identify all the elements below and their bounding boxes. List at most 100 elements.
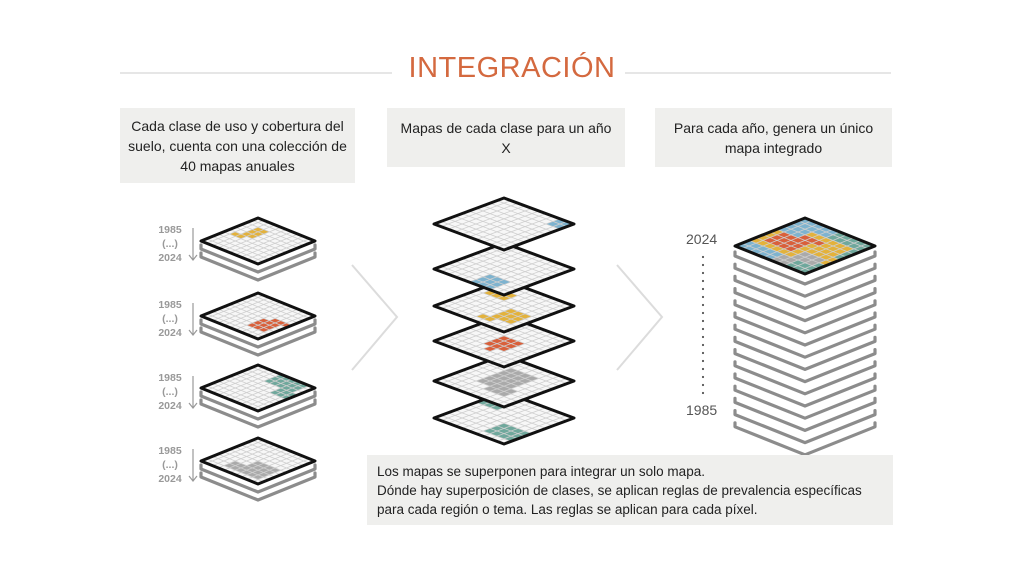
timeline-dot bbox=[701, 287, 705, 291]
class-map-layer-border bbox=[432, 196, 576, 252]
callout-class-collections: Cada clase de uso y cobertura del suelo,… bbox=[120, 108, 355, 183]
grid-line bbox=[240, 308, 299, 333]
stacked-layer bbox=[733, 372, 877, 408]
grid-line bbox=[762, 234, 834, 264]
class-pixel bbox=[504, 431, 518, 437]
grid-line bbox=[475, 295, 547, 322]
year-range-label: 1985(...)2024 bbox=[152, 298, 188, 340]
grid-line bbox=[252, 458, 310, 483]
stacked-layer bbox=[733, 360, 877, 396]
class-pixel bbox=[756, 246, 770, 252]
grid-line bbox=[769, 231, 841, 261]
grid-line bbox=[489, 375, 561, 403]
class-pixel bbox=[770, 240, 784, 246]
grid-line bbox=[206, 238, 264, 263]
chevron-right-icon bbox=[351, 264, 399, 371]
grid-line bbox=[447, 335, 519, 363]
timeline-dot bbox=[701, 351, 705, 355]
class-pixel bbox=[812, 240, 826, 246]
class-pixel bbox=[777, 232, 791, 238]
grid-line bbox=[212, 456, 270, 480]
class-pixel bbox=[854, 246, 868, 252]
class-pixel bbox=[246, 229, 258, 235]
class-pixel bbox=[490, 405, 504, 411]
stacked-layer bbox=[199, 318, 317, 349]
timeline-dot bbox=[701, 271, 705, 275]
grid-line bbox=[790, 240, 862, 269]
class-pixel bbox=[826, 240, 840, 246]
grid-line bbox=[489, 335, 561, 363]
class-pixel bbox=[805, 232, 819, 238]
grid-line bbox=[482, 409, 554, 437]
class-pixel bbox=[791, 226, 805, 232]
class-pixel bbox=[812, 246, 826, 252]
class-pixel bbox=[497, 375, 511, 381]
note-line-2: Dónde hay superposición de clases, se ap… bbox=[377, 483, 862, 517]
grid-line bbox=[454, 409, 526, 437]
timeline-dot bbox=[701, 311, 705, 315]
divider-left bbox=[120, 72, 392, 74]
timeline-dot bbox=[701, 391, 705, 395]
grid-line bbox=[229, 229, 287, 253]
grid-line bbox=[489, 300, 561, 328]
class-map-border bbox=[199, 436, 317, 486]
grid-line bbox=[489, 263, 561, 291]
year-range-label: 1985(...)2024 bbox=[152, 371, 188, 413]
grid-line bbox=[447, 218, 519, 246]
grid-line bbox=[212, 311, 270, 335]
class-pixel bbox=[826, 246, 840, 252]
grid-line bbox=[468, 292, 540, 320]
stacked-layer bbox=[733, 348, 877, 384]
grid-line bbox=[223, 451, 281, 476]
stacked-layer bbox=[733, 287, 877, 323]
grid-line bbox=[440, 378, 512, 405]
stacked-layer bbox=[733, 409, 877, 445]
integrated-map-border bbox=[733, 216, 877, 276]
grid-line bbox=[447, 375, 519, 403]
class-pixel bbox=[833, 232, 847, 238]
stacked-layer bbox=[733, 262, 877, 298]
class-pixel bbox=[742, 240, 756, 246]
class-pixel bbox=[798, 240, 812, 246]
class-pixel bbox=[854, 240, 868, 246]
class-map-layer-border bbox=[432, 313, 576, 369]
class-pixel bbox=[497, 381, 511, 387]
grid-line bbox=[447, 263, 519, 291]
class-pixel bbox=[840, 240, 854, 246]
grid-line bbox=[475, 370, 547, 397]
stacked-layer bbox=[733, 274, 877, 310]
grid-line bbox=[482, 332, 554, 360]
divider-right bbox=[625, 72, 891, 74]
grid-line bbox=[235, 378, 293, 403]
class-pixel bbox=[490, 313, 504, 319]
class-pixel bbox=[819, 232, 833, 238]
class-pixel bbox=[798, 218, 812, 224]
down-arrow-icon bbox=[188, 475, 198, 482]
grid-line bbox=[440, 415, 512, 442]
year-start-label: 1985 bbox=[686, 402, 718, 418]
grid-line bbox=[468, 255, 540, 283]
year-mid: (...) bbox=[162, 386, 178, 398]
year-start: 1985 bbox=[158, 445, 182, 457]
year-mid: (...) bbox=[162, 238, 178, 250]
class-pixel bbox=[525, 375, 539, 381]
grid-line bbox=[468, 404, 540, 432]
class-pixel bbox=[763, 232, 777, 238]
class-pixel bbox=[497, 341, 511, 347]
grid-line bbox=[246, 383, 304, 407]
grid-line bbox=[223, 231, 281, 256]
grid-line bbox=[468, 367, 540, 395]
page-title: INTEGRACIÓN bbox=[408, 52, 616, 84]
grid-line bbox=[206, 313, 264, 338]
class-pixel bbox=[798, 246, 812, 252]
class-pixel bbox=[504, 319, 518, 325]
class-map-border bbox=[199, 291, 317, 341]
grid-line bbox=[440, 266, 512, 293]
year-start: 1985 bbox=[158, 224, 182, 236]
grid-line bbox=[217, 308, 276, 333]
grid-line bbox=[240, 380, 299, 405]
grid-line bbox=[496, 378, 568, 405]
class-pixel bbox=[476, 282, 490, 288]
grid-line bbox=[206, 385, 264, 410]
grid-line bbox=[235, 231, 293, 256]
